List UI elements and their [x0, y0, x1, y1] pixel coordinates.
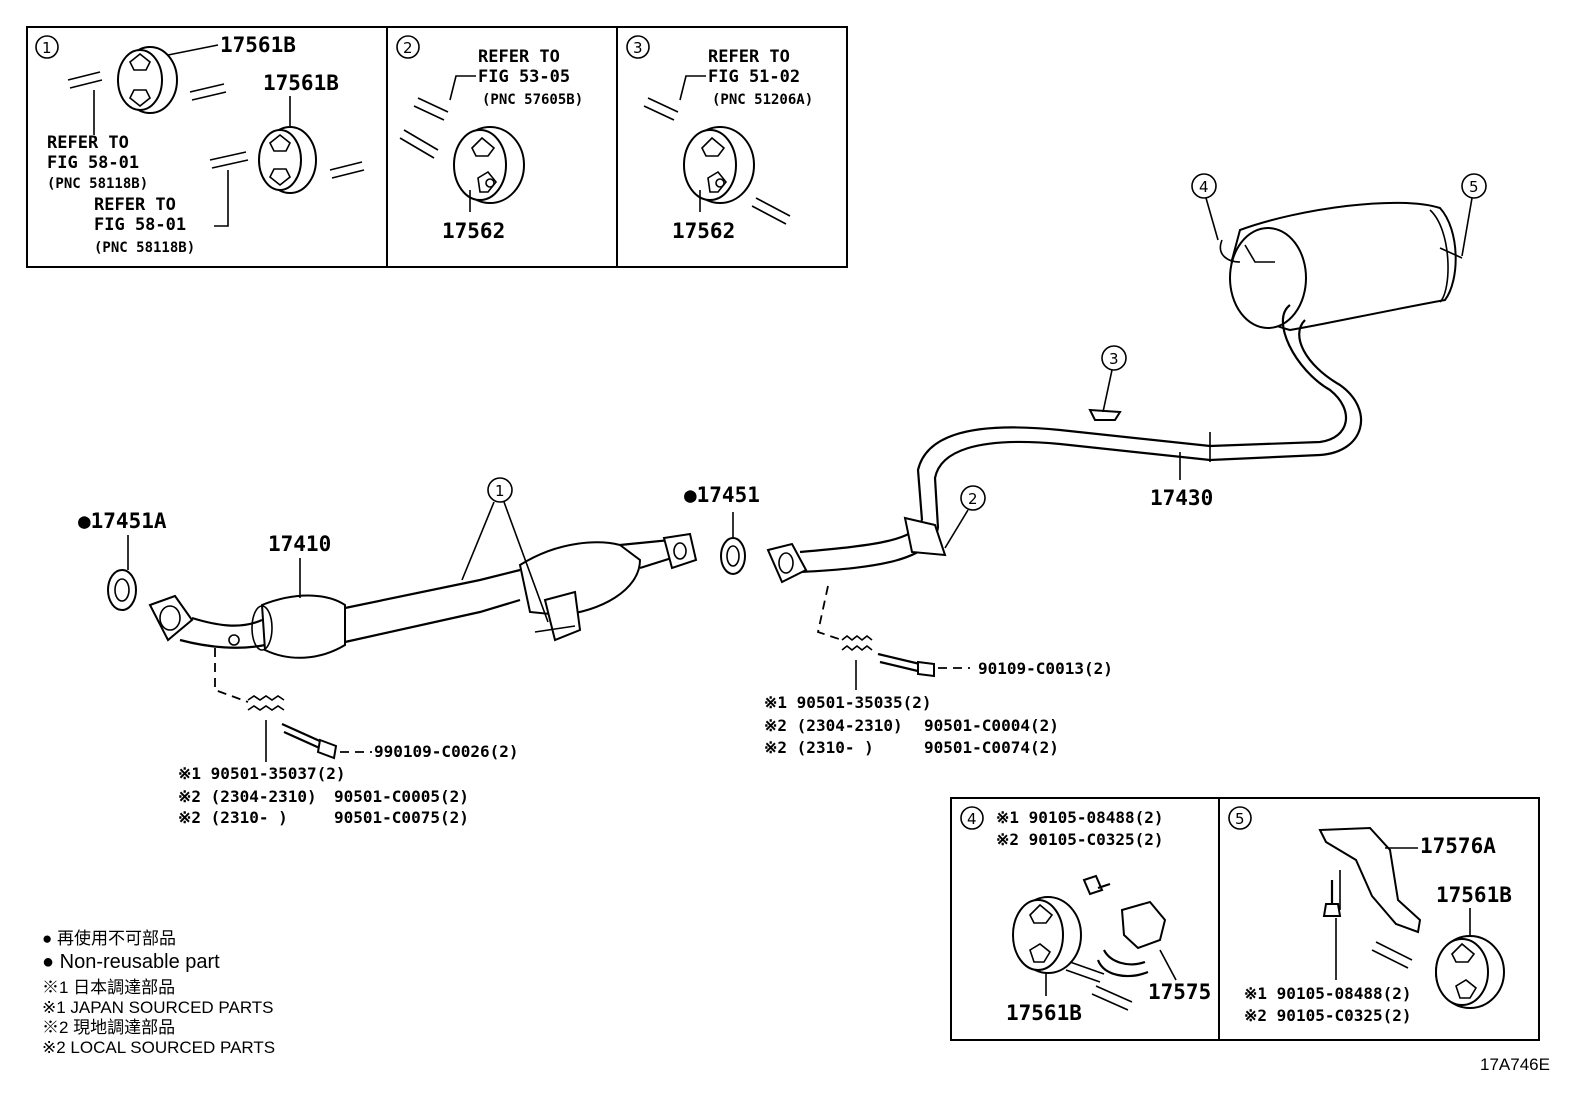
part-17562-label-box2: 17562: [442, 219, 505, 243]
ref-fig-53-05-l3: (PNC 57605B): [482, 92, 583, 108]
inset-box-1: 1 17561B 17561B REFER TO FIG 58-01 (PNC …: [26, 26, 388, 268]
ref-fig-58-01-a-l2: FIG 58-01: [47, 153, 139, 173]
box5-note2: ※2 90105-C0325(2): [1244, 1006, 1412, 1025]
spring-center-line4: ※2 (2310- ): [764, 738, 874, 757]
bolt-990109-C0026: 990109-C0026(2): [374, 742, 519, 761]
part-17410-label: 17410: [268, 532, 331, 556]
hanger-17561B-box4: [1012, 896, 1082, 974]
ref-fig-58-01-a-l3: (PNC 58118B): [47, 176, 148, 192]
part-17576A-label: 17576A: [1420, 834, 1496, 858]
bracket-17576A: [1318, 826, 1422, 934]
inset-box-4: 4 ※1 90105-08488(2) ※2 90105-C0325(2) 17…: [950, 797, 1220, 1041]
spring-center-line1: ※1 90501-35035(2): [764, 693, 932, 712]
svg-text:5: 5: [1469, 178, 1479, 196]
bolt-90109-C0013: 90109-C0013(2): [978, 659, 1113, 678]
marker-1-box: 1: [42, 39, 52, 57]
svg-text:3: 3: [1109, 350, 1119, 368]
ref-fig-51-02-l2: FIG 51-02: [708, 67, 800, 87]
spring-front-line5: 90501-C0075(2): [334, 808, 469, 827]
box4-note1: ※1 90105-08488(2): [996, 808, 1164, 827]
part-17575-label: 17575: [1148, 980, 1211, 1004]
spring-front-line3: 90501-C0005(2): [334, 787, 469, 806]
figure-code: 17A746E: [1480, 1055, 1550, 1074]
legend-jp-nonreusable: ● 再使用不可部品: [42, 928, 176, 948]
front-bolt-spring: [214, 648, 372, 762]
marker-4-main: 4: [1191, 173, 1219, 241]
part-17451-label: ●17451: [684, 483, 760, 507]
part-17561B-label-a: 17561B: [220, 33, 296, 57]
bolt-box4: [1082, 874, 1111, 896]
legend: ● 再使用不可部品 ● Non-reusable part ※1 日本調達部品 …: [42, 928, 275, 1057]
ref-fig-58-01-b-l2: FIG 58-01: [94, 215, 186, 235]
center-flange: [766, 542, 808, 584]
marker-5-box: 5: [1235, 810, 1245, 828]
ref-fig-58-01-b-l3: (PNC 58118B): [94, 240, 195, 256]
ref-fig-53-05-l1: REFER TO: [478, 47, 560, 67]
bolt-box5: [1322, 880, 1342, 917]
spring-front-line1: ※1 90501-35037(2): [178, 764, 346, 783]
hanger-17561B-top: [117, 46, 178, 114]
ref-fig-58-01-b-l1: REFER TO: [94, 195, 176, 215]
hanger-17561B-mid: [258, 126, 317, 194]
hanger-17562-box3: [683, 126, 755, 204]
ref-fig-51-02-l1: REFER TO: [708, 47, 790, 67]
spring-center-line2: ※2 (2304-2310): [764, 716, 903, 735]
marker-2-main: 2: [944, 485, 986, 549]
inset-box-5: 5 17576A 17561B ※1 90105-08488(2) ※2 901…: [1218, 797, 1540, 1041]
spring-front-line4: ※2 (2310- ): [178, 808, 288, 827]
svg-text:2: 2: [968, 490, 978, 508]
part-17451A-label: ●17451A: [78, 509, 167, 533]
box4-note2: ※2 90105-C0325(2): [996, 830, 1164, 849]
marker-4-box: 4: [967, 810, 977, 828]
marker-1-main: 1: [461, 477, 549, 623]
legend-jp-japan: ※1 日本調達部品: [42, 978, 175, 997]
front-pipe-17410: [148, 532, 698, 659]
part-17561B-label-b: 17561B: [263, 71, 339, 95]
marker-5-main: 5: [1461, 173, 1487, 257]
legend-en-local: ※2 LOCAL SOURCED PARTS: [42, 1038, 275, 1057]
hanger-17561B-box5: [1435, 935, 1505, 1009]
box5-note1: ※1 90105-08488(2): [1244, 984, 1412, 1003]
spring-front-line2: ※2 (2304-2310): [178, 787, 317, 806]
hanger-17562-box2: [453, 126, 525, 204]
legend-jp-local: ※2 現地調達部品: [42, 1018, 175, 1037]
spring-center-line5: 90501-C0074(2): [924, 738, 1059, 757]
bracket-17575: [1096, 900, 1167, 978]
legend-en-japan: ※1 JAPAN SOURCED PARTS: [42, 998, 274, 1017]
part-17561B-label-box4: 17561B: [1006, 1001, 1082, 1025]
inset-box-3: 3 REFER TO FIG 51-02 (PNC 51206A) 17562: [616, 26, 848, 268]
part-17561B-label-box5: 17561B: [1436, 883, 1512, 907]
center-bolt-spring: [816, 585, 970, 690]
part-17562-label-box3: 17562: [672, 219, 735, 243]
marker-2-box: 2: [403, 39, 413, 57]
legend-en-nonreusable: ● Non-reusable part: [42, 951, 220, 973]
spring-center-line3: 90501-C0004(2): [924, 716, 1059, 735]
center-pipe-17430: [799, 239, 1463, 574]
svg-text:4: 4: [1199, 178, 1209, 196]
part-17430-label: 17430: [1150, 486, 1213, 510]
inset-box-2: 2 REFER TO FIG 53-05 (PNC 57605B) 17562: [386, 26, 618, 268]
gasket-17451: [720, 512, 746, 575]
marker-3-box: 3: [633, 39, 643, 57]
ref-fig-53-05-l2: FIG 53-05: [478, 67, 570, 87]
muffler-17430: [1229, 201, 1457, 332]
ref-fig-51-02-l3: (PNC 51206A): [712, 92, 813, 108]
marker-3-main: 3: [1101, 345, 1127, 413]
gasket-17451A: [107, 535, 137, 611]
svg-text:1: 1: [495, 482, 505, 500]
ref-fig-58-01-a-l1: REFER TO: [47, 133, 129, 153]
